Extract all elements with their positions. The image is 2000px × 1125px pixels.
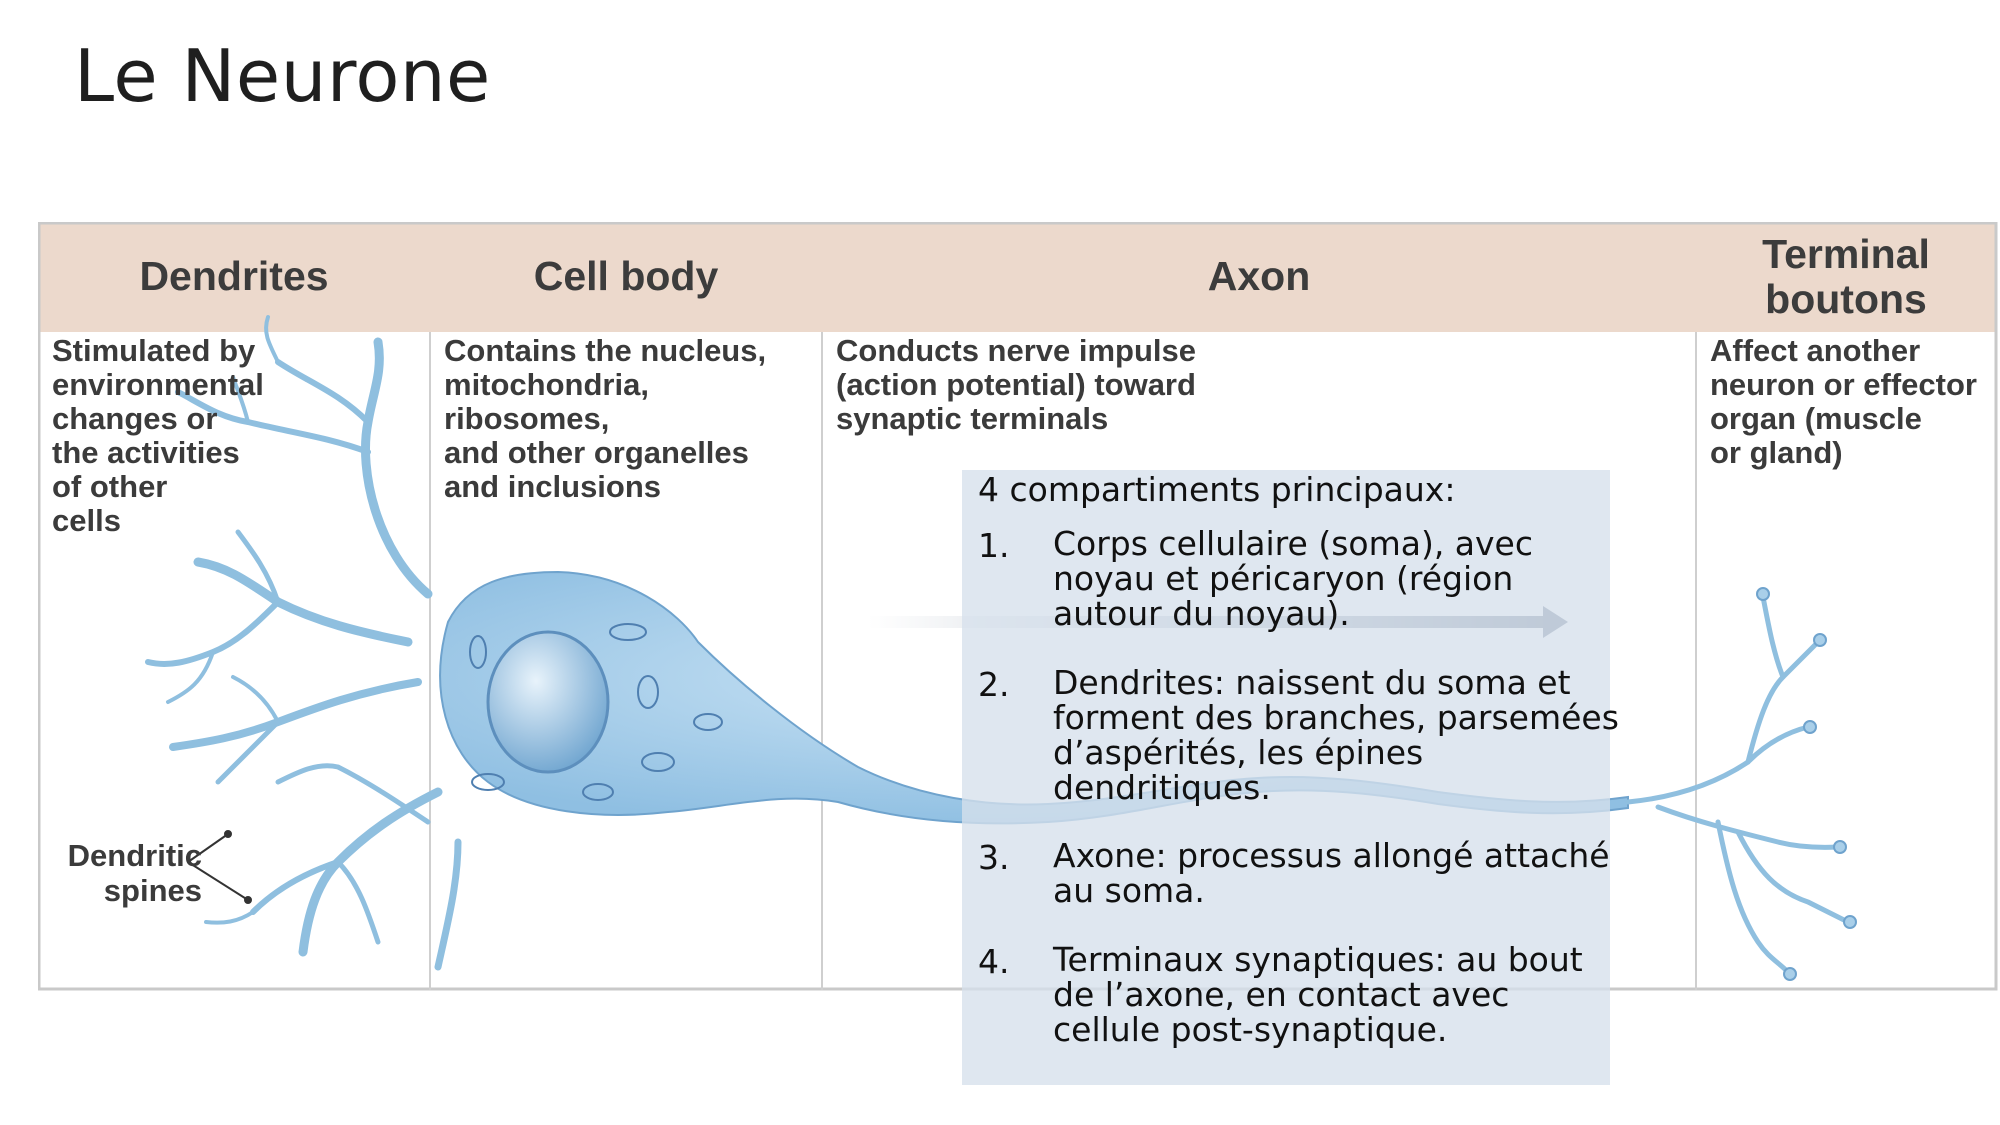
dendrites-drawing [145,315,462,971]
nucleus-drawing [486,630,610,774]
soma-drawing [439,570,1629,825]
info-lead: 4 compartiments principaux: [978,470,1456,509]
terminal-boutons-drawing [1625,594,1851,975]
header-axon: Axon [1207,253,1311,300]
dendritic-spines-label: Dendritic spines [67,838,202,909]
header-band [38,222,1996,332]
list-item-number: 1. [978,526,1010,565]
list-item-number: 3. [978,838,1010,877]
list-item: 3. Axone: processus allongé attaché au s… [978,838,1610,913]
list-item: 1. Corps cellulaire (soma), avec noyau e… [978,526,1608,636]
list-item: 4. Terminaux synaptiques: au bout de l’a… [978,942,1608,1052]
desc-axon: Conducts nerve impulse (action potential… [836,333,1197,437]
list-item-text: Corps cellulaire (soma), avec noyau et p… [1053,524,1533,633]
header-dendrites: Dendrites [139,253,329,300]
spines-pointer [187,830,252,904]
list-item-text: Terminaux synaptiques: au bout de l’axon… [1053,940,1583,1049]
info-box: 4 compartiments principaux: 1. Corps cel… [962,470,1619,1085]
neuron-figure: Dendrites Cell body Axon Terminal bouton… [38,222,1998,992]
list-item: 2. Dendrites: naissent du soma et formen… [978,665,1619,810]
slide-title: Le Neurone [74,34,491,118]
list-item-text: Dendrites: naissent du soma et forment d… [1053,663,1619,807]
desc-dendrites: Stimulated by environmental changes or t… [52,333,264,539]
header-cell-body: Cell body [533,253,719,300]
list-item-number: 2. [978,665,1010,704]
list-item-number: 4. [978,942,1010,981]
header-terminal-boutons: Terminal boutons [1762,230,1930,322]
list-item-text: Axone: processus allongé attaché au soma… [1053,836,1610,910]
neuron-diagram [38,222,1998,991]
desc-cell-body: Contains the nucleus, mitochondria, ribo… [444,333,767,505]
desc-terminal-boutons: Affect another neuron or effector organ … [1710,333,1977,471]
bouton-knobs [1756,587,1857,981]
